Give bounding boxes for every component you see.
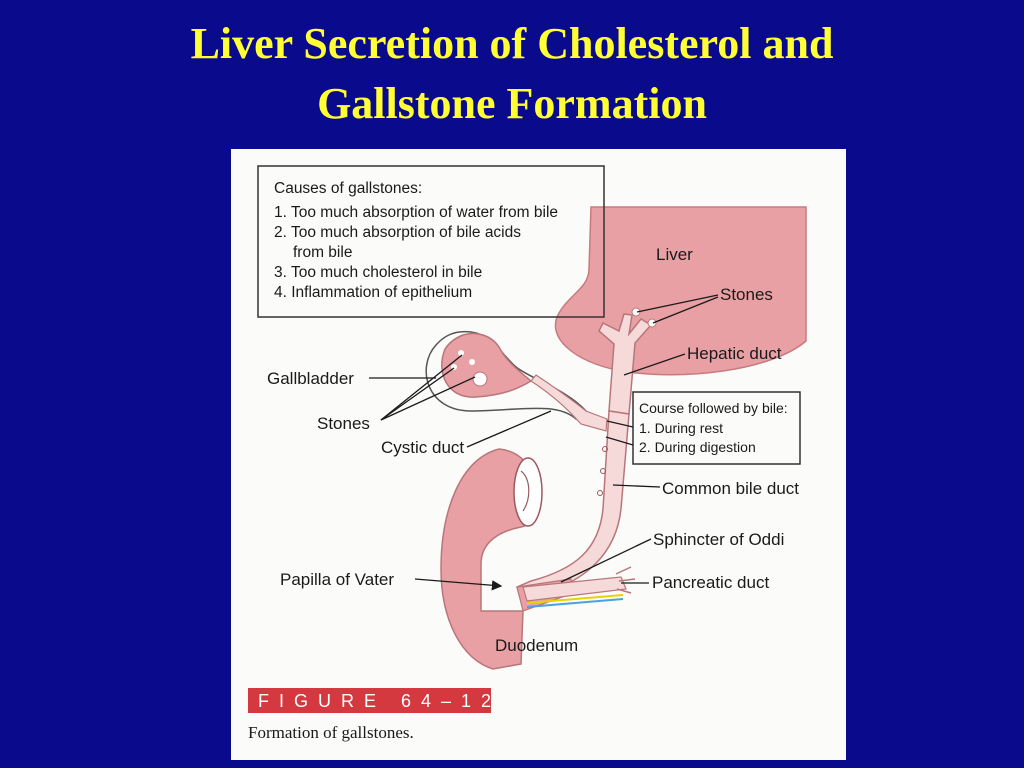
bile-course-item-1: 1. During rest	[639, 420, 723, 436]
label-pancreatic-duct: Pancreatic duct	[652, 573, 769, 592]
title-line-1: Liver Secretion of Cholesterol and	[190, 19, 834, 68]
label-gallbladder: Gallbladder	[267, 369, 354, 388]
duodenum-lumen	[513, 457, 543, 527]
label-sphincter-of-oddi: Sphincter of Oddi	[653, 530, 784, 549]
slide-title: Liver Secretion of Cholesterol and Galls…	[0, 14, 1024, 134]
label-duodenum: Duodenum	[495, 636, 578, 655]
pancreatic-duct-shape	[522, 576, 627, 602]
label-common-bile-duct: Common bile duct	[662, 479, 799, 498]
label-liver: Liver	[656, 245, 693, 264]
label-hepatic-duct: Hepatic duct	[687, 344, 782, 363]
bile-course-box	[632, 391, 801, 465]
cause-item-3: 3. Too much cholesterol in bile	[274, 264, 482, 281]
gallstone-diagram: Causes of gallstones: 1. Too much absorp…	[248, 165, 807, 742]
causes-heading: Causes of gallstones:	[274, 180, 422, 197]
figure-panel: Causes of gallstones: 1. Too much absorp…	[231, 149, 846, 760]
cause-item-1: 1. Too much absorption of water from bil…	[274, 204, 558, 221]
figure-tag: FIGURE 64–12	[258, 691, 501, 711]
figure-caption: Formation of gallstones.	[248, 723, 414, 742]
gallbladder-inner	[441, 332, 533, 398]
figure-tag-background	[248, 688, 491, 713]
label-papilla-of-vater: Papilla of Vater	[280, 570, 394, 589]
causes-box	[257, 165, 605, 318]
title-line-2: Gallstone Formation	[317, 79, 707, 128]
gallbladder-outer	[425, 330, 588, 420]
cause-item-4: 4. Inflammation of epithelium	[274, 284, 472, 301]
hepatic-duct-branches	[598, 313, 653, 415]
label-stones-gallbladder: Stones	[317, 414, 370, 433]
cause-item-2: 2. Too much absorption of bile acids	[274, 224, 521, 241]
cystic-duct-shape	[530, 374, 608, 432]
label-cystic-duct: Cystic duct	[381, 438, 464, 457]
cause-item-2-cont: from bile	[293, 244, 352, 261]
leader-lines	[369, 294, 719, 591]
bile-course-item-2: 2. During digestion	[639, 439, 756, 455]
bile-course-heading: Course followed by bile:	[639, 400, 788, 416]
label-stones-liver: Stones	[720, 285, 773, 304]
